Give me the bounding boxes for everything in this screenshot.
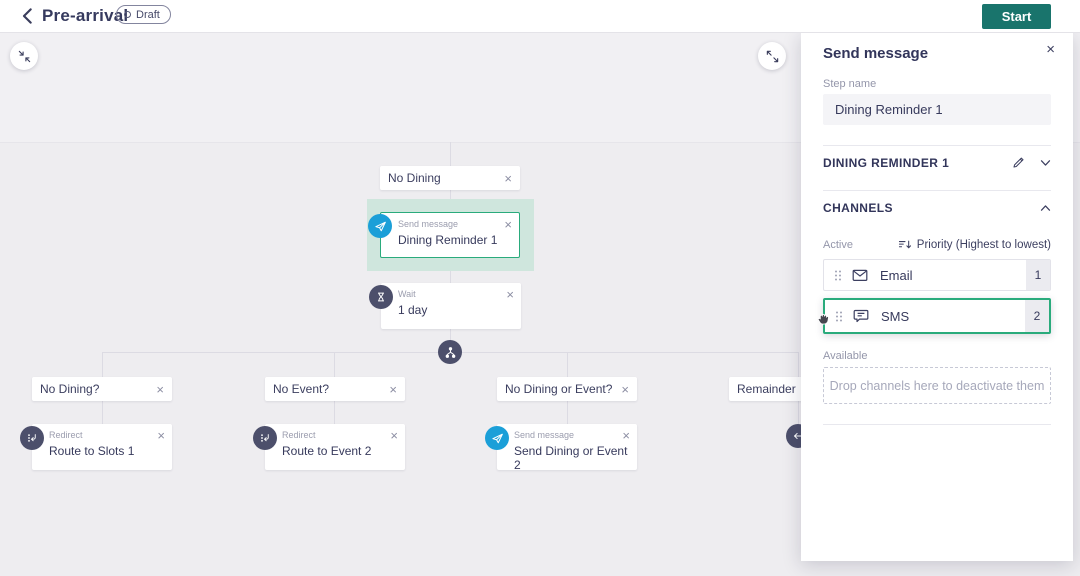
divider (823, 190, 1051, 191)
branch-label-text: No Dining (388, 171, 441, 185)
dropzone-text: Drop channels here to deactivate them (829, 378, 1045, 393)
close-icon[interactable]: × (1046, 41, 1055, 58)
connector-drop-4 (798, 352, 799, 377)
priority-sort-control[interactable]: Priority (Highest to lowest) (898, 239, 1051, 251)
condition-label: No Event? (273, 382, 330, 396)
sms-icon (853, 309, 869, 323)
step-name-input[interactable] (823, 94, 1051, 125)
grab-cursor-icon (815, 309, 832, 331)
send-message-icon (368, 214, 392, 238)
step-title: Route to Event 2 (282, 444, 372, 458)
step-type-label: Send message (398, 219, 459, 229)
top-bar: Pre-arrival Draft Start (0, 0, 1080, 33)
connector-link-4 (798, 401, 799, 424)
divider (823, 145, 1051, 146)
wait-hourglass-icon (369, 285, 393, 309)
connector-link-2 (334, 401, 335, 424)
connector-drop-2 (334, 352, 335, 377)
channel-dropzone[interactable]: Drop channels here to deactivate them (823, 367, 1051, 404)
zoom-expand-button[interactable] (758, 42, 786, 70)
section-step-header[interactable]: DINING REMINDER 1 (823, 155, 1051, 170)
connector-drop-1 (102, 352, 103, 377)
condition-label: Remainder (737, 382, 796, 396)
condition-label: No Dining? (40, 382, 100, 396)
collapse-icon (18, 50, 30, 62)
available-label: Available (823, 350, 868, 362)
step-wait[interactable]: Wait 1 day × (381, 283, 521, 329)
step-title: Send Dining or Event 2 (514, 444, 628, 472)
email-icon (852, 269, 868, 282)
close-icon[interactable]: × (621, 381, 629, 397)
close-icon[interactable]: × (506, 287, 514, 302)
expand-icon (766, 50, 778, 62)
condition-label: No Dining or Event? (505, 382, 613, 396)
channel-priority-badge: 1 (1026, 260, 1050, 290)
step-send-message-1[interactable]: Send message Dining Reminder 1 × (380, 212, 520, 258)
step-redirect-event-2[interactable]: Redirect Route to Event 2 × (265, 424, 405, 470)
step-redirect-slots-1[interactable]: Redirect Route to Slots 1 × (32, 424, 172, 470)
connector-drop-3 (567, 352, 568, 377)
step-send-dining-or-event-2[interactable]: Send message Send Dining or Event 2 × (497, 424, 637, 472)
section-channels-title: CHANNELS (823, 201, 893, 215)
edit-pencil-icon[interactable] (1011, 155, 1026, 170)
status-dot-icon (124, 11, 131, 18)
active-channels-row: Active Priority (Highest to lowest) (823, 239, 1051, 251)
active-label: Active (823, 239, 853, 251)
send-message-icon (485, 426, 509, 450)
redirect-icon (20, 426, 44, 450)
page-title: Pre-arrival (42, 6, 129, 25)
step-type-label: Send message (514, 430, 575, 440)
panel-title: Send message (823, 45, 929, 62)
section-channels-header[interactable]: CHANNELS (823, 201, 1051, 215)
close-icon[interactable]: × (156, 381, 164, 397)
status-badge-label: Draft (136, 8, 160, 21)
step-type-label: Wait (398, 289, 416, 299)
back-icon[interactable] (20, 8, 36, 24)
drag-handle-icon[interactable] (835, 310, 843, 323)
close-icon[interactable]: × (504, 170, 512, 186)
step-title: Route to Slots 1 (49, 444, 135, 458)
channel-priority-badge: 2 (1025, 300, 1049, 332)
status-badge: Draft (116, 5, 171, 24)
condition-no-dining[interactable]: No Dining? × (32, 377, 172, 401)
step-title: 1 day (398, 303, 428, 317)
close-icon[interactable]: × (390, 428, 398, 443)
close-icon[interactable]: × (157, 428, 165, 443)
step-settings-panel: × Send message Step name DINING REMINDER… (801, 33, 1073, 561)
channel-row-email[interactable]: Email 1 (823, 259, 1051, 291)
channel-name: SMS (881, 308, 910, 324)
chevron-up-icon[interactable] (1040, 204, 1051, 212)
condition-no-event[interactable]: No Event? × (265, 377, 405, 401)
split-branch-icon[interactable] (438, 340, 462, 364)
connector-link-1 (102, 401, 103, 424)
close-icon[interactable]: × (504, 217, 512, 232)
branch-label-no-dining[interactable]: No Dining × (380, 166, 520, 190)
step-type-label: Redirect (49, 430, 83, 440)
close-icon[interactable]: × (622, 428, 630, 443)
step-type-label: Redirect (282, 430, 316, 440)
channel-row-sms[interactable]: SMS 2 (823, 298, 1051, 334)
redirect-icon (253, 426, 277, 450)
channel-name: Email (880, 267, 913, 283)
connector-link-3 (567, 401, 568, 424)
section-step-title: DINING REMINDER 1 (823, 155, 950, 170)
zoom-collapse-button[interactable] (10, 42, 38, 70)
sort-descending-icon (898, 240, 911, 249)
step-title: Dining Reminder 1 (398, 233, 498, 247)
priority-label: Priority (Highest to lowest) (916, 239, 1051, 251)
step-name-label: Step name (823, 78, 877, 90)
divider (823, 424, 1051, 425)
drag-handle-icon[interactable] (834, 269, 842, 282)
close-icon[interactable]: × (389, 381, 397, 397)
start-button[interactable]: Start (982, 4, 1051, 29)
chevron-down-icon[interactable] (1040, 159, 1051, 167)
condition-no-dining-or-event[interactable]: No Dining or Event? × (497, 377, 637, 401)
